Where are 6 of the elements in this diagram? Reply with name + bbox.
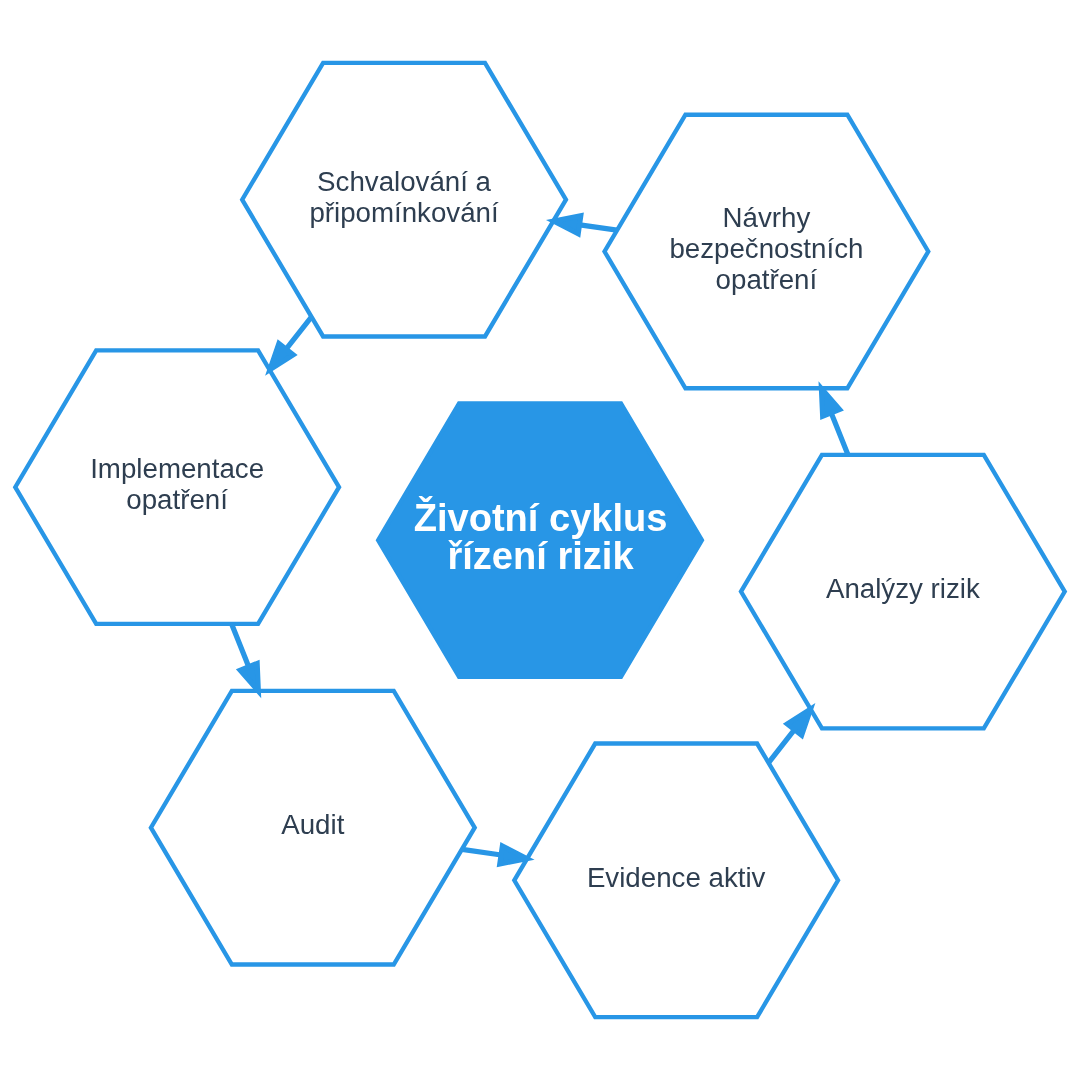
arrow bbox=[265, 315, 314, 376]
arrow bbox=[229, 623, 262, 699]
arrow bbox=[545, 212, 618, 238]
arrow bbox=[818, 381, 851, 456]
arrow bbox=[767, 703, 816, 764]
arrow bbox=[461, 841, 535, 868]
